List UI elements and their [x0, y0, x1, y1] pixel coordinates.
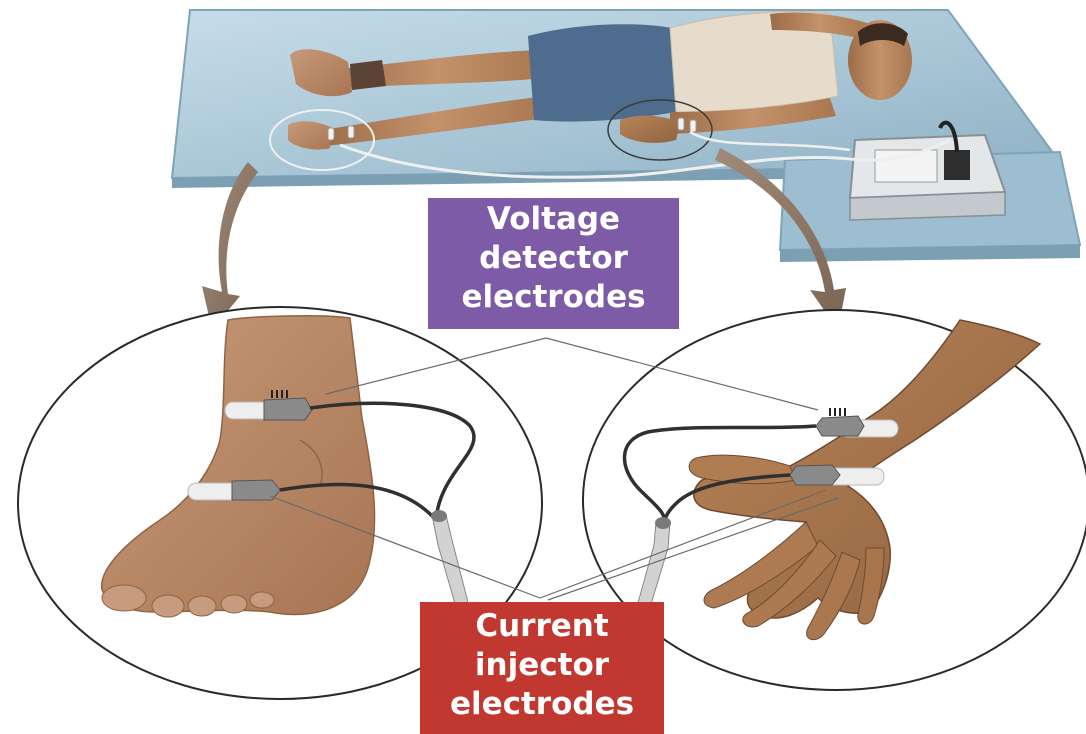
current-label-line-2: injector: [420, 646, 664, 685]
current-injector-label: Current injector electrodes: [420, 602, 664, 734]
hand-current-electrode: [790, 465, 884, 485]
foot-current-electrode: [188, 480, 280, 500]
current-label-line-3: electrodes: [420, 685, 664, 724]
current-label-line-1: Current: [420, 607, 664, 646]
voltage-label-line-3: electrodes: [428, 278, 679, 317]
voltage-label-line-1: Voltage: [428, 200, 679, 239]
voltage-label-line-2: detector: [428, 239, 679, 278]
voltage-detector-label: Voltage detector electrodes: [428, 198, 679, 329]
